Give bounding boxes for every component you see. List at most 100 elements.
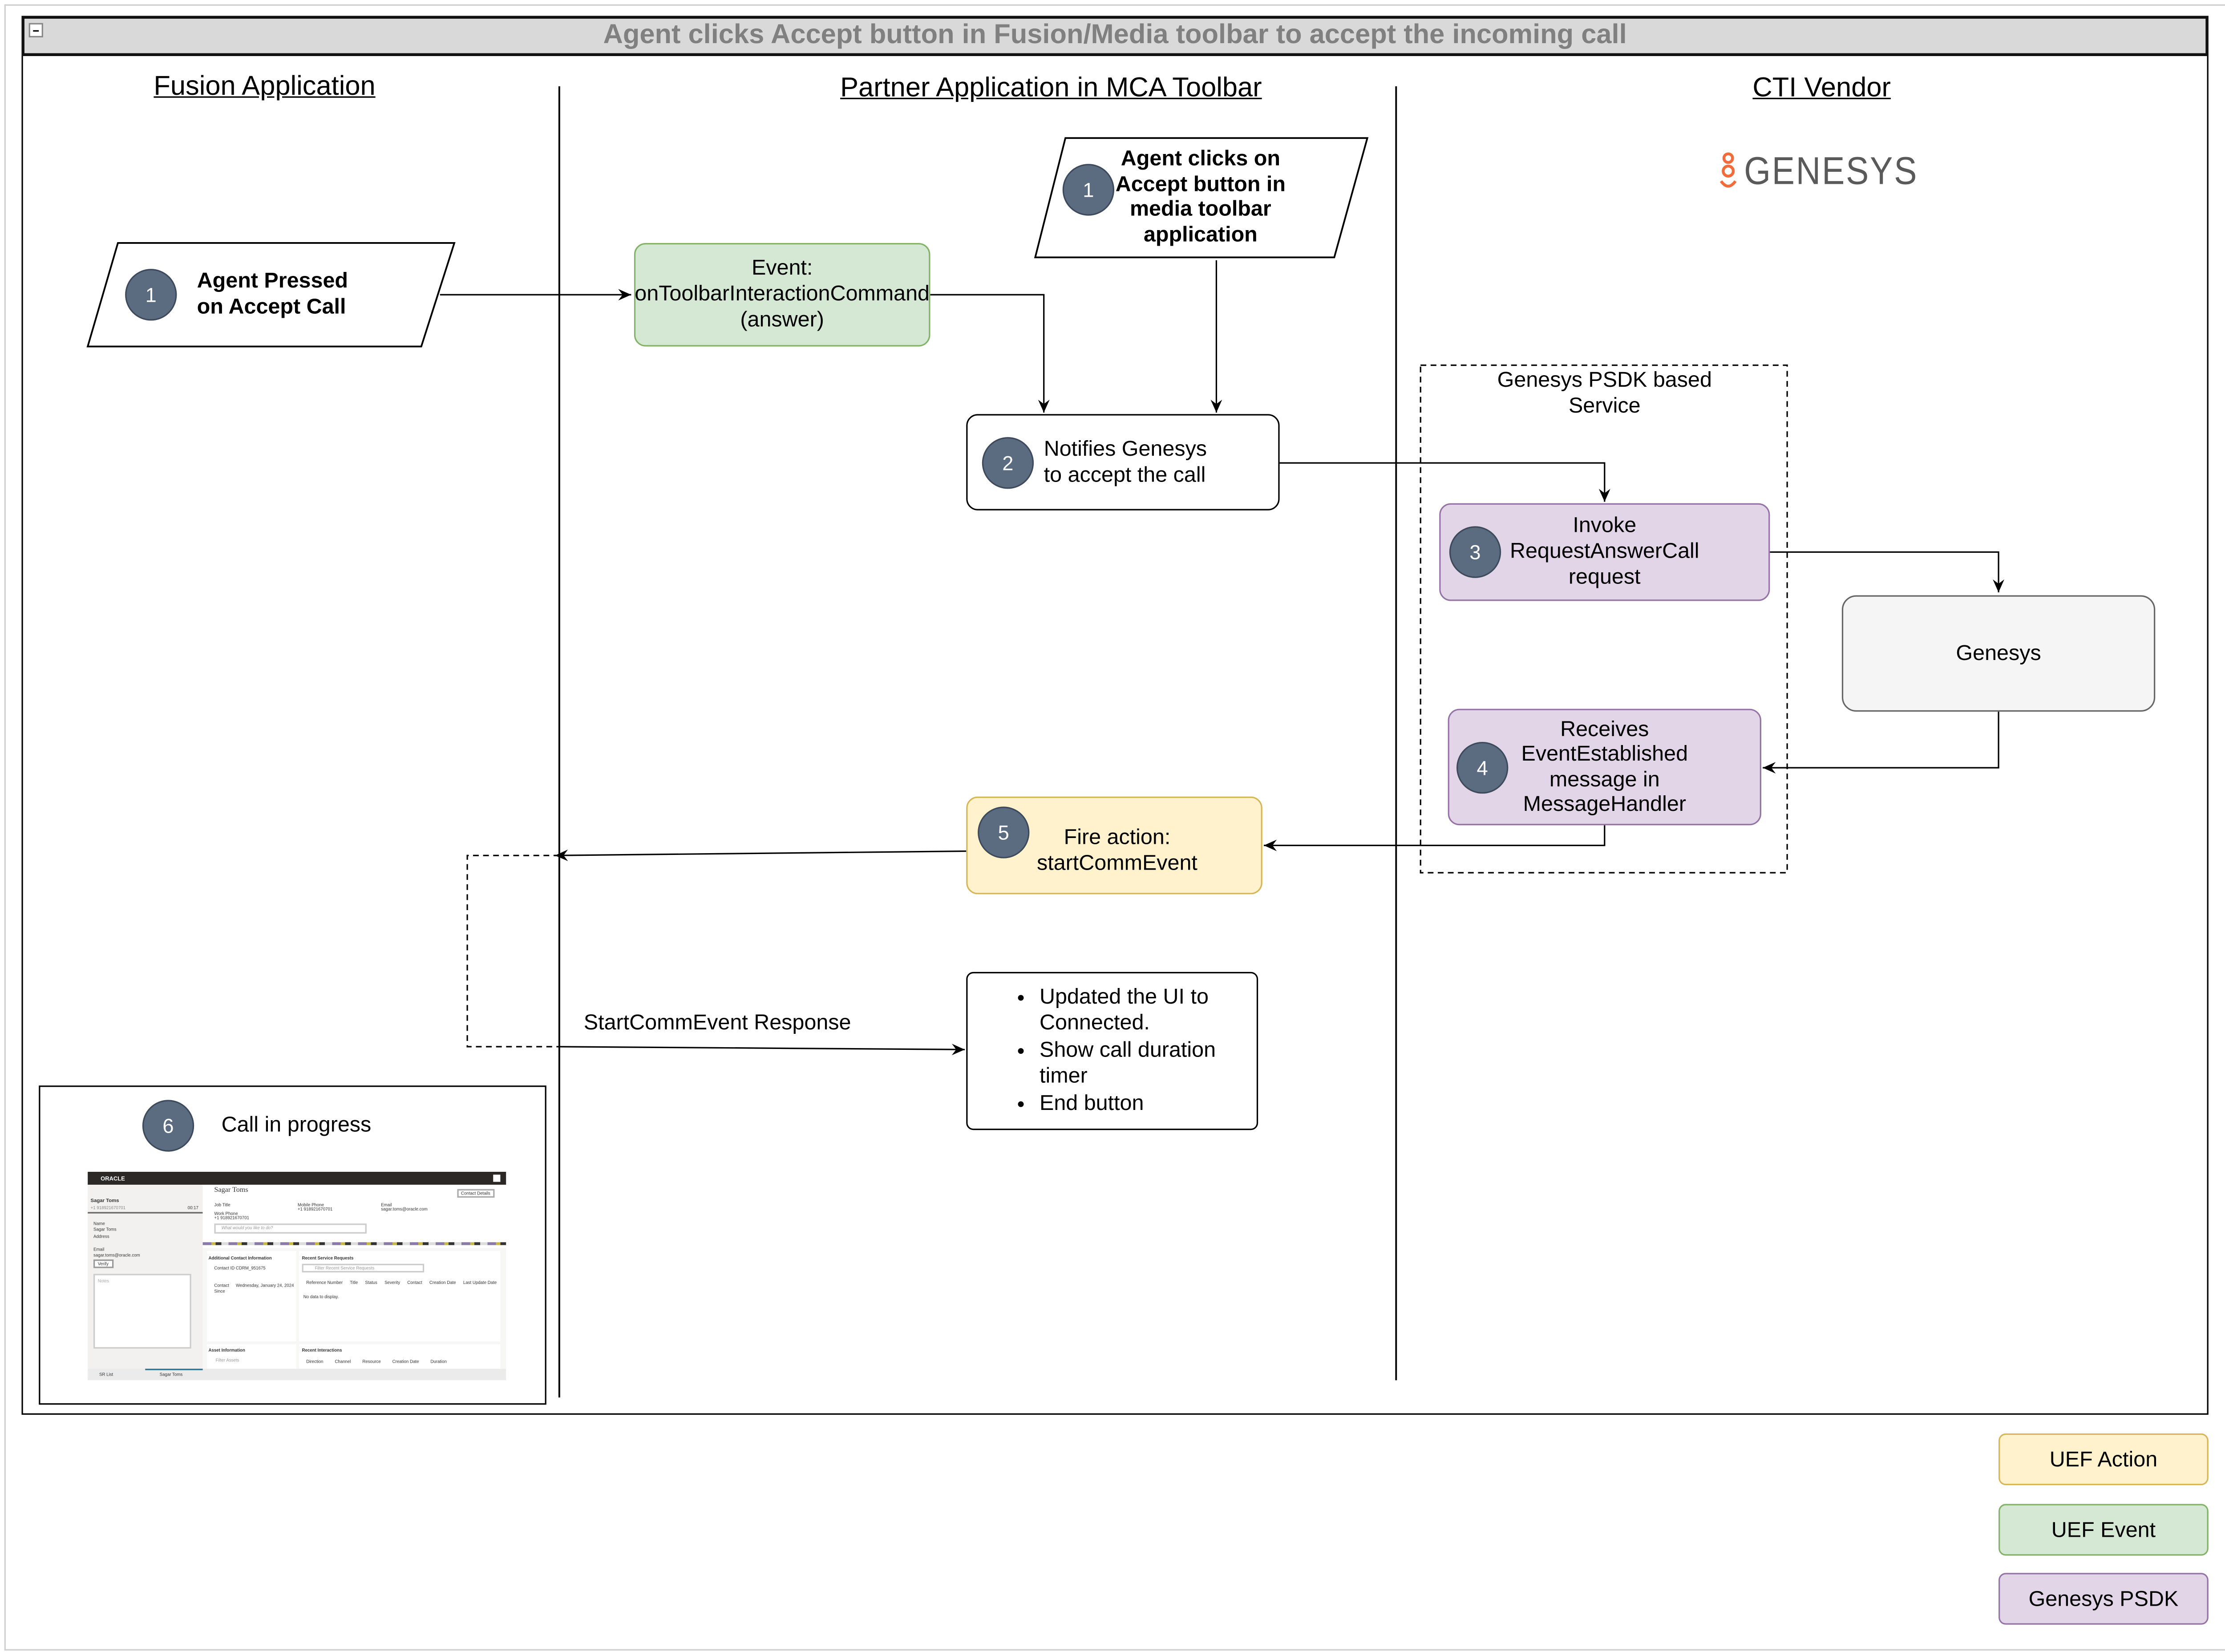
mini-contact-since: Wednesday, January 24, 2024 (235, 1282, 294, 1288)
mini-asset-info: Asset Information (208, 1347, 245, 1353)
step-badge-4: 4 (1456, 741, 1509, 794)
receives-text: Receives EventEstablished message in Mes… (1521, 717, 1688, 817)
mini-ri-col: Channel (335, 1358, 351, 1365)
notifies-genesys: 2 Notifies Genesys to accept the call (966, 414, 1280, 510)
diagram-title: Agent clicks Accept button in Fusion/Med… (603, 20, 1627, 51)
mini-contact-id: CDRM_951675 (235, 1265, 266, 1271)
legend-uef-event: UEF Event (1998, 1504, 2209, 1556)
agent-pressed-text: Agent Pressed on Accept Call (197, 269, 348, 320)
invoke-text: Invoke RequestAnswerCall request (1509, 513, 1699, 590)
mini-ri-col: Duration (430, 1358, 447, 1365)
mini-sr-col: Title (350, 1279, 358, 1286)
step-badge-2: 2 (982, 437, 1034, 489)
step-badge-3: 3 (1449, 526, 1501, 578)
step-badge-1b: 1 (1062, 164, 1115, 216)
mini-tab-sagar-toms: Sagar Toms (159, 1371, 183, 1377)
step-badge-5: 5 (978, 806, 1030, 858)
ui-updates-box: Updated the UI to Connected. Show call d… (966, 972, 1258, 1130)
mini-filter-assets: Filter Assets (215, 1357, 239, 1363)
mini-sr-col: Reference Number (306, 1279, 343, 1286)
agent-clicks-text: Agent clicks on Accept button in media t… (1115, 146, 1286, 247)
step-badge-6: 6 (142, 1100, 194, 1152)
arrow-notify-to-invoke (1279, 462, 1610, 502)
legend-label: UEF Action (2049, 1447, 2158, 1472)
mini-job-title: Job Title (214, 1202, 231, 1208)
genesys-node-text: Genesys (1956, 641, 2041, 666)
psdk-group-border (1420, 364, 1788, 874)
mini-additional-info: Additional Contact Information (208, 1255, 272, 1261)
arrow-fire-to-fusion (555, 849, 967, 861)
arrow-receives-to-fire (1264, 825, 1606, 851)
mini-contact-name: Sagar Toms (90, 1198, 119, 1204)
mini-sr-col: Last Update Date (463, 1279, 497, 1286)
mini-recent-interactions: Recent Interactions (302, 1347, 342, 1353)
update-item: End button (1040, 1091, 1257, 1117)
mini-email-label-2: Email (381, 1202, 392, 1208)
mini-email-2: sagar.toms@oracle.com (381, 1206, 428, 1212)
mini-work-phone: Work Phone (214, 1211, 238, 1217)
mini-verify-button: Verify (93, 1259, 113, 1268)
mini-sr-col: Severity (384, 1279, 400, 1286)
mini-recent-sr: Recent Service Requests (302, 1255, 354, 1261)
mini-mobile-phone: Mobile Phone (297, 1202, 324, 1208)
legend-genesys-psdk: Genesys PSDK (1998, 1573, 2209, 1625)
event-toolbar-interaction: Event: onToolbarInteractionCommand (answ… (634, 243, 930, 347)
update-item: Show call duration timer (1040, 1038, 1257, 1089)
mini-address-label: Address (93, 1233, 109, 1239)
legend-label: Genesys PSDK (2028, 1586, 2179, 1611)
arrow-invoke-to-genesys (1770, 551, 2005, 593)
receives-event-established: 4 Receives EventEstablished message in M… (1448, 709, 1761, 826)
collapse-icon[interactable] (28, 23, 43, 37)
lane-title-cti: CTI Vendor (1752, 73, 1891, 104)
pool-header: Agent clicks Accept button in Fusion/Med… (21, 16, 2209, 56)
mini-name-value: Sagar Toms (93, 1226, 117, 1232)
mini-contact-since-label: Contact Since (214, 1282, 229, 1294)
genesys-logo-icon (1719, 151, 1737, 187)
lane-title-fusion: Fusion Application (154, 72, 376, 102)
mini-name-label: Name (93, 1220, 105, 1227)
legend-uef-action: UEF Action (1998, 1433, 2209, 1486)
start-comm-event-response-label: StartCommEvent Response (583, 1011, 851, 1036)
mini-mobile-phone-value: +1 918921670701 (297, 1206, 333, 1212)
fire-action-start-comm-event: 5 Fire action: startCommEvent (966, 796, 1262, 895)
mini-email-label: Email (93, 1246, 105, 1252)
call-in-progress-text: Call in progress (221, 1113, 372, 1138)
call-in-progress-box (39, 1085, 546, 1405)
mini-ask-input: What would you like to do? (214, 1223, 367, 1234)
mini-notes: Notes (97, 1278, 109, 1284)
mini-phone: +1 918921670701 (90, 1205, 126, 1211)
mini-filter-sr: Filter Recent Service Requests (302, 1263, 425, 1273)
genesys-logo-text: GENESYS (1744, 149, 1918, 193)
canvas-border (4, 4, 2225, 1651)
mini-sr-col: Status (365, 1279, 377, 1286)
mini-contact-details-button: Contact Details (457, 1189, 495, 1198)
mini-contact-id-label: Contact ID (214, 1265, 235, 1271)
agent-pressed-shape (86, 242, 456, 348)
notifies-text: Notifies Genesys to accept the call (1044, 436, 1207, 487)
lane-title-partner: Partner Application in MCA Toolbar (840, 73, 1262, 104)
psdk-group-label: Genesys PSDK based Service (1497, 368, 1712, 419)
mini-email: sagar.toms@oracle.com (93, 1252, 140, 1258)
mini-ri-col: Creation Date (392, 1358, 419, 1365)
genesys-node: Genesys (1841, 595, 2156, 712)
call-in-progress-screenshot: ORACLE Sagar Toms +1 918921670701 00:17 … (88, 1171, 506, 1381)
step-badge-1: 1 (125, 269, 177, 321)
mini-work-phone-value: +1 918921670701 (214, 1215, 249, 1221)
mini-timer: 00:17 (187, 1205, 198, 1211)
mini-ri-col: Resource (362, 1358, 381, 1365)
legend-label: UEF Event (2051, 1517, 2156, 1542)
update-item: Updated the UI to Connected. (1040, 985, 1257, 1037)
mini-sr-col: Creation Date (429, 1279, 456, 1286)
dashed-return-loop (466, 854, 559, 1048)
mini-brand: ORACLE (101, 1174, 125, 1181)
mini-header-name: Sagar Toms (214, 1187, 248, 1195)
mini-sr-col: Contact (407, 1279, 422, 1286)
arrow-response-to-updates (559, 1044, 965, 1056)
mini-tab-sr-list: SR List (99, 1371, 113, 1377)
mini-no-data: No data to display. (303, 1294, 339, 1300)
agent-clicks-shape (1034, 137, 1369, 259)
arrow-event-to-notify (930, 294, 1050, 413)
arrow-genesys-to-receives (1763, 712, 1999, 774)
